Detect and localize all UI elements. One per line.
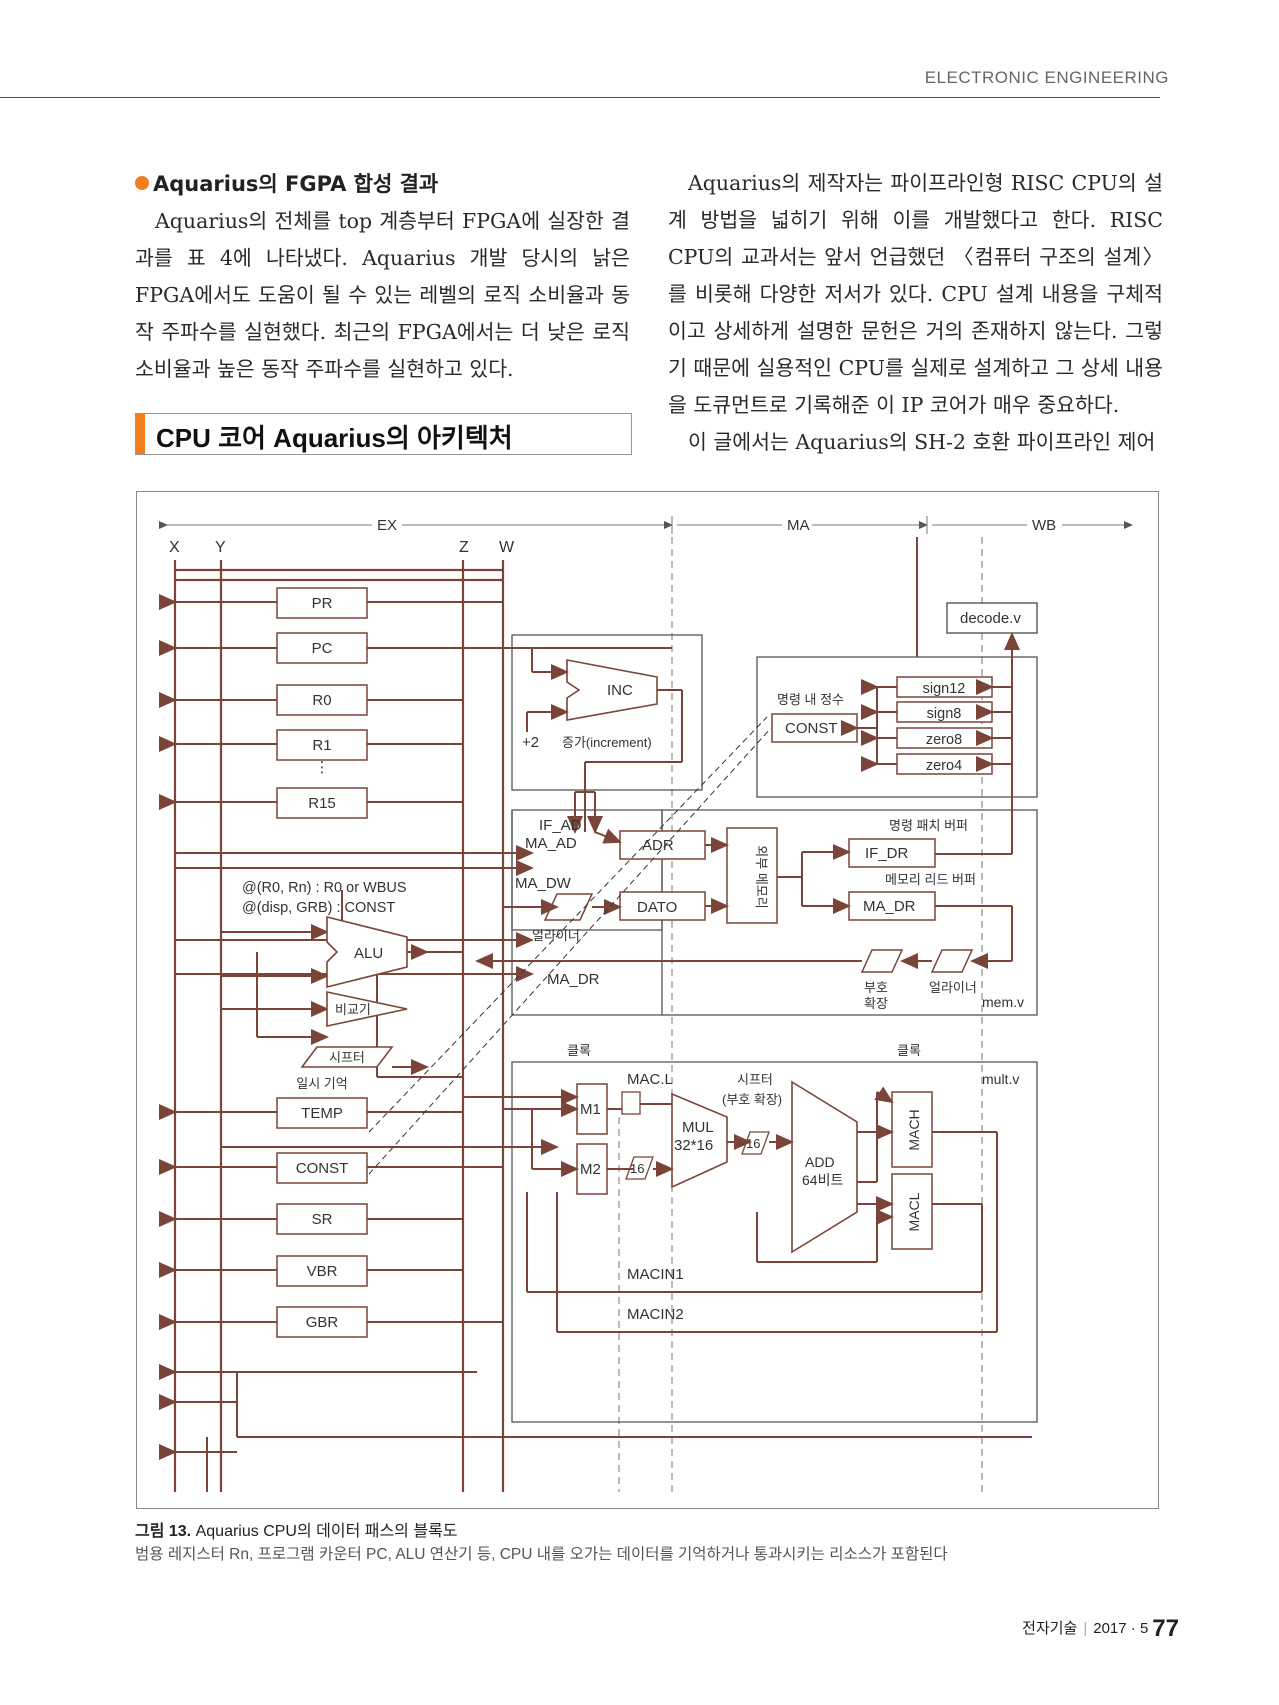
mem-aligner2: 얼라이너 [929, 980, 977, 995]
inc-block [511, 634, 703, 791]
mult-macin1: MACIN1 [627, 1266, 684, 1283]
mult-clock-2: 클록 [897, 1043, 921, 1058]
mul-shape [671, 1092, 728, 1189]
reg-dots: ⋮ [315, 759, 330, 776]
subheading-text: Aquarius의 FGPA 합성 결과 [153, 172, 439, 196]
comparator-shape [326, 991, 408, 1027]
datapath-diagram: EX MA WB X Y Z W [159, 516, 1133, 1492]
reg-sr: SR [312, 1211, 333, 1228]
mult-clock-1: 클록 [567, 1043, 591, 1058]
section-label: ELECTRONIC ENGINEERING [924, 68, 1169, 87]
ext-zero4: zero4 [926, 758, 962, 774]
mem-aligner: 얼라이너 [532, 928, 580, 943]
mem-if-dr: IF_DR [865, 845, 909, 862]
add-shape [791, 1080, 858, 1254]
bus-z: Z [459, 539, 469, 556]
reg-r1: R1 [312, 737, 331, 754]
inc-increment: 증가(increment) [562, 735, 652, 750]
mult-mach: MACH [906, 1109, 922, 1150]
stage-ex: EX [377, 517, 397, 534]
section-heading: CPU 코어 Aquarius의 아키텍처 [135, 413, 632, 455]
mem-external: 외부 메모리 [754, 845, 769, 908]
right-column: Aquarius의 제작자는 파이프라인형 RISC CPU의 설계 방법을 넓… [668, 165, 1163, 461]
reg-pc: PC [312, 640, 333, 657]
mult-sign-ext: (부호 확장) [722, 1092, 782, 1107]
mem-sign-ext-2: 확장 [864, 996, 888, 1011]
subheading: Aquarius의 FGPA 합성 결과 [135, 165, 630, 203]
reg-gbr: GBR [306, 1314, 339, 1331]
left-column: Aquarius의 FGPA 합성 결과 Aquarius의 전체를 top 계… [135, 165, 630, 388]
ext-sign8: sign8 [927, 706, 962, 722]
alu-shape [326, 915, 408, 989]
reg-vbr: VBR [307, 1263, 338, 1280]
footer-issue: 2017 · 5 [1093, 1620, 1149, 1637]
left-paragraph: Aquarius의 전체를 top 계층부터 FPGA에 실장한 결과를 표 4… [135, 209, 630, 381]
bullet-dot-icon [135, 176, 149, 190]
temp-label: 일시 기억 [296, 1076, 347, 1091]
mult-macl: MACL [906, 1192, 922, 1231]
decode-label: decode.v [960, 610, 1021, 627]
alu-label: ALU [354, 945, 383, 962]
mult-v-label: mult.v [982, 1071, 1019, 1087]
stage-ma: MA [787, 517, 810, 534]
inc-label: INC [607, 682, 633, 699]
mult-block [511, 1061, 1038, 1423]
mult-mul-1: MUL [682, 1119, 714, 1136]
reg-const: CONST [296, 1160, 349, 1177]
reg-temp: TEMP [301, 1105, 343, 1122]
mem-ma-dr: MA_DR [547, 971, 600, 988]
shifter-label: 시프터 [329, 1050, 365, 1065]
mult-add-2: 64비트 [802, 1172, 843, 1188]
bus-x: X [169, 539, 180, 556]
bus-y: Y [215, 539, 226, 556]
right-paragraph-1: Aquarius의 제작자는 파이프라인형 RISC CPU의 설계 방법을 넓… [668, 171, 1163, 417]
mem-if-ad: IF_AD [539, 817, 582, 834]
const-box: CONST [785, 720, 838, 737]
right-paragraph-2: 이 글에서는 Aquarius의 SH-2 호환 파이프라인 제어 [688, 430, 1156, 454]
mem-dato: DATO [637, 899, 677, 916]
section-heading-text: CPU 코어 Aquarius의 아키텍처 [156, 423, 513, 453]
figure-caption: 그림 13. Aquarius CPU의 데이터 패스의 블록도 [135, 1517, 458, 1541]
caption-label: 그림 13. [135, 1523, 192, 1540]
mult-shifter: 시프터 [737, 1072, 773, 1087]
addr-note-2: @(disp, GRB) : CONST [242, 900, 395, 916]
reg-r15: R15 [308, 795, 336, 812]
mult-width-b: 16 [746, 1136, 760, 1151]
mem-fetch-buf: 명령 패치 버퍼 [889, 818, 968, 833]
mem-read-buf: 메모리 리드 버퍼 [885, 872, 976, 887]
mult-macin2: MACIN2 [627, 1306, 684, 1323]
mult-add-1: ADD [805, 1154, 835, 1170]
shifter-shape [300, 1046, 394, 1068]
mult-macl-in: MAC.L [627, 1071, 673, 1088]
footer-separator: | [1083, 1620, 1088, 1637]
mult-mul-2: 32*16 [674, 1137, 713, 1154]
mem-adr: ADR [642, 837, 674, 854]
mult-m1: M1 [580, 1101, 601, 1118]
const-title: 명령 내 정수 [777, 692, 844, 707]
comparator-label: 비교기 [335, 1002, 371, 1017]
page-number: 77 [1152, 1615, 1179, 1642]
addr-note-1: @(R0, Rn) : R0 or WBUS [242, 880, 407, 896]
mem-v-label: mem.v [982, 994, 1024, 1010]
datapath-figure: EX MA WB X Y Z W [136, 491, 1159, 1509]
stage-wb: WB [1032, 517, 1056, 534]
footer-magazine: 전자기술 [1022, 1620, 1078, 1637]
caption-description: 범용 레지스터 Rn, 프로그램 카운터 PC, ALU 연산기 등, CPU … [135, 1546, 948, 1563]
ext-sign12: sign12 [923, 681, 966, 697]
bus-w: W [499, 539, 515, 556]
ext-zero8: zero8 [926, 732, 962, 748]
mem-ma-dr2: MA_DR [863, 898, 916, 915]
header-rule [0, 97, 1160, 98]
reg-r0: R0 [312, 692, 331, 709]
mult-width-a: 16 [630, 1161, 644, 1176]
reg-pr: PR [312, 595, 333, 612]
inc-plus2: +2 [522, 734, 539, 751]
caption-title: Aquarius CPU의 데이터 패스의 블록도 [195, 1523, 458, 1540]
mem-ma-dw: MA_DW [515, 875, 572, 892]
mult-m2: M2 [580, 1161, 601, 1178]
mem-sign-ext-1: 부호 [864, 980, 888, 995]
mem-ma-ad: MA_AD [525, 835, 577, 852]
section-heading-bar [136, 414, 145, 454]
